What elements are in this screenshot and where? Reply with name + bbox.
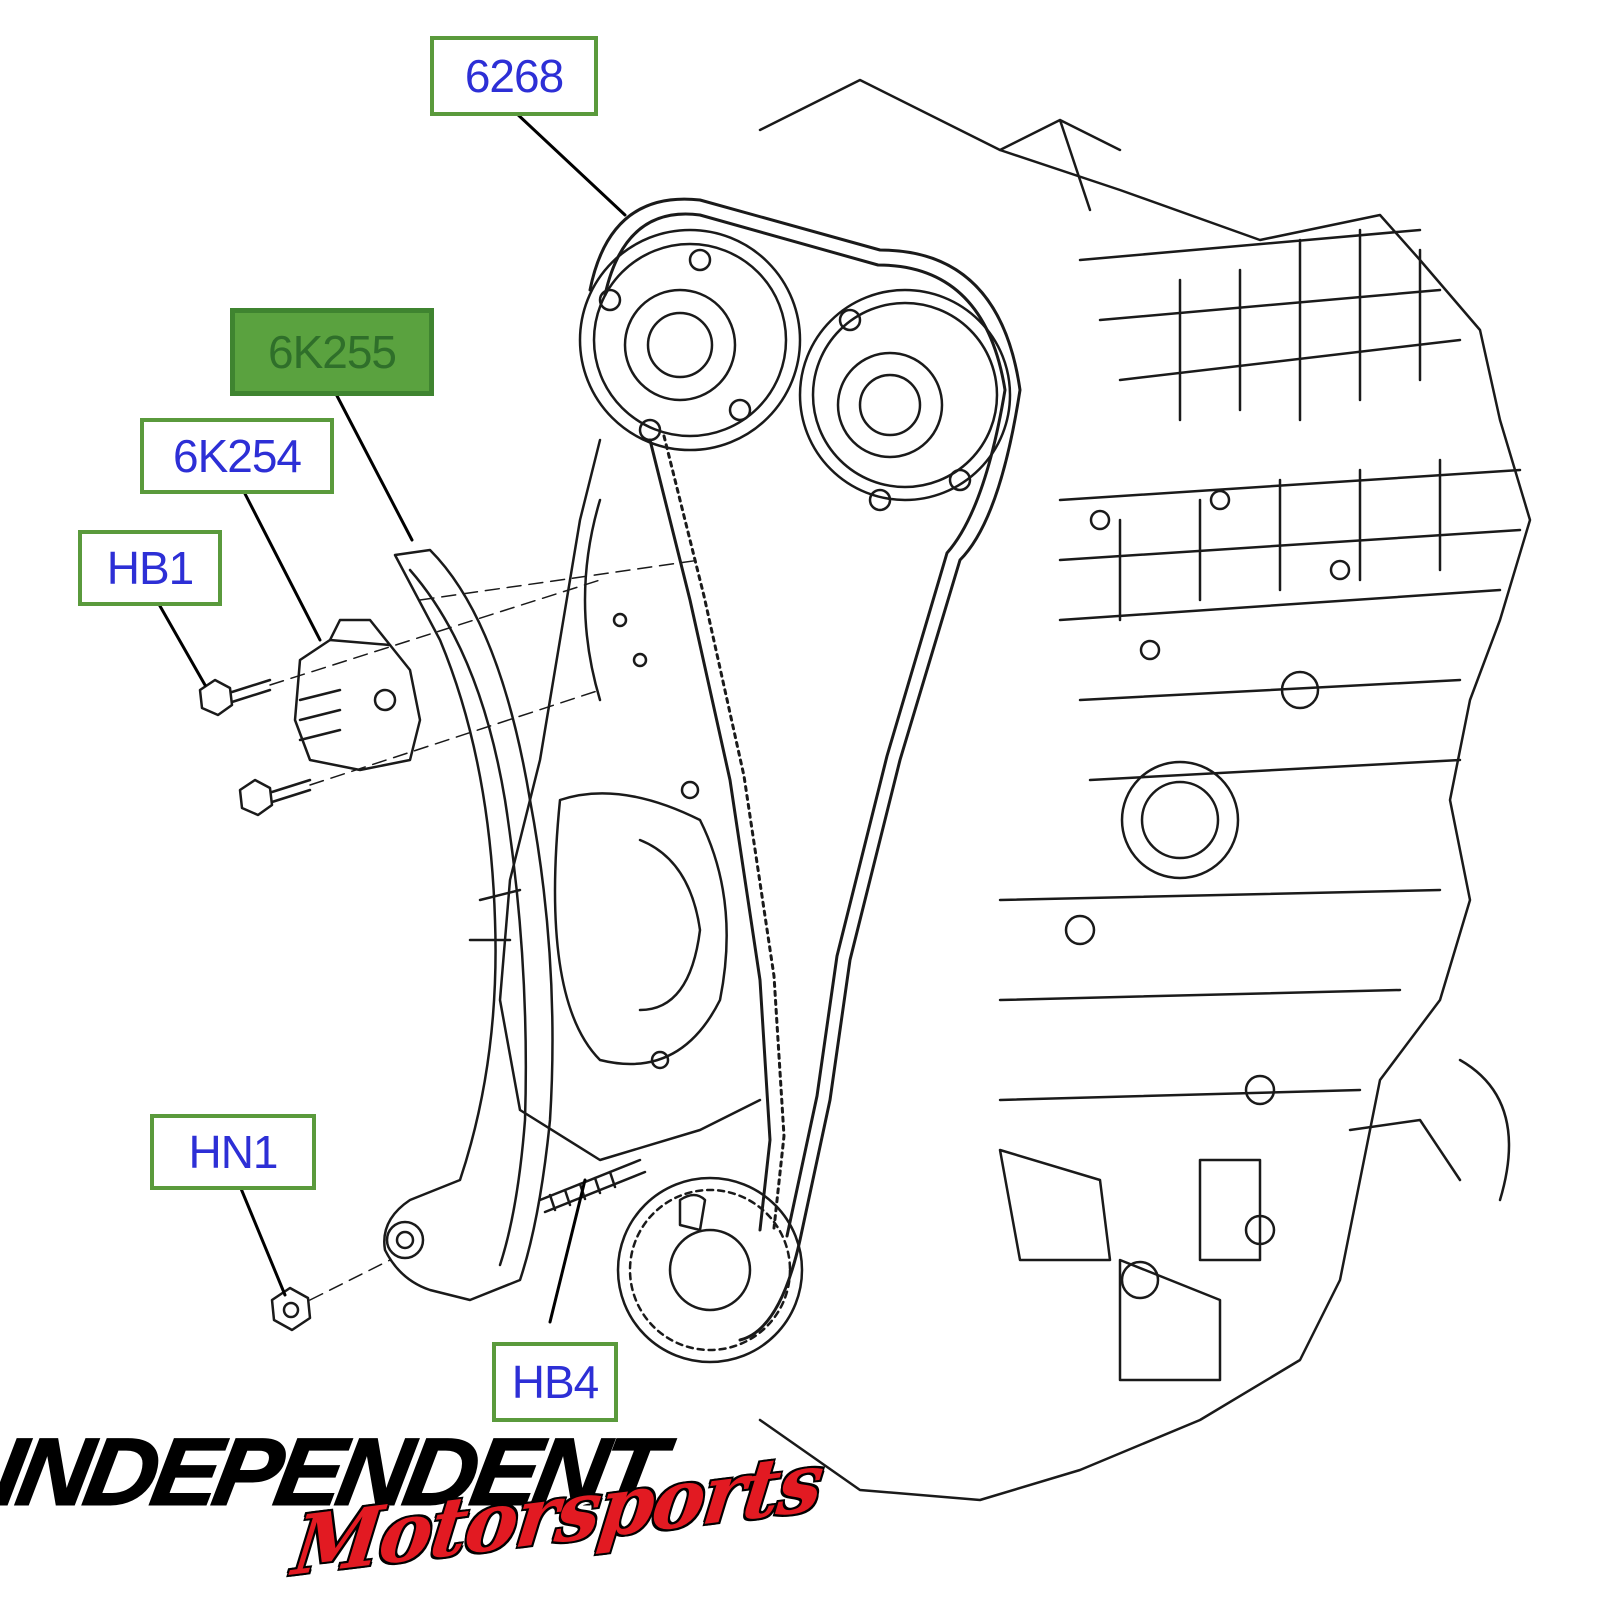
callout-HB1-label: HB1 — [106, 542, 194, 594]
bolt-hb1-lower — [238, 778, 312, 817]
assembly-axis-lines — [269, 559, 701, 1301]
timing-cover-plate — [468, 438, 762, 1162]
chain-tensioner — [293, 618, 422, 772]
leader-lines — [150, 110, 627, 1324]
callout-6K255-label: 6K255 — [267, 326, 397, 378]
callout-HB4-label: HB4 — [511, 1356, 599, 1408]
engine-block — [758, 78, 1532, 1502]
crankshaft-sprocket — [616, 1176, 804, 1364]
bolt-hb4 — [538, 1158, 647, 1214]
callout-6268-label: 6268 — [464, 50, 564, 102]
camshaft-sprocket-intake — [578, 228, 802, 452]
callout-HB1[interactable]: HB1 — [78, 530, 222, 606]
camshaft-sprocket-exhaust — [798, 288, 1012, 512]
callout-6268[interactable]: 6268 — [430, 36, 598, 116]
callout-6K254[interactable]: 6K254 — [140, 418, 334, 494]
chain-guide-tensioner-arm — [383, 548, 554, 1302]
independent-motorsports-logo: INDEPENDENT Motorsports — [0, 1400, 827, 1600]
nut-hn1 — [270, 1286, 312, 1332]
bolt-hb1-upper — [198, 678, 272, 717]
timing-chain — [588, 197, 1022, 1342]
callout-HB4[interactable]: HB4 — [492, 1342, 618, 1422]
callout-6K254-label: 6K254 — [172, 430, 302, 482]
callout-HN1-label: HN1 — [188, 1126, 278, 1178]
callout-6K255[interactable]: 6K255 — [230, 308, 434, 396]
callout-HN1[interactable]: HN1 — [150, 1114, 316, 1190]
